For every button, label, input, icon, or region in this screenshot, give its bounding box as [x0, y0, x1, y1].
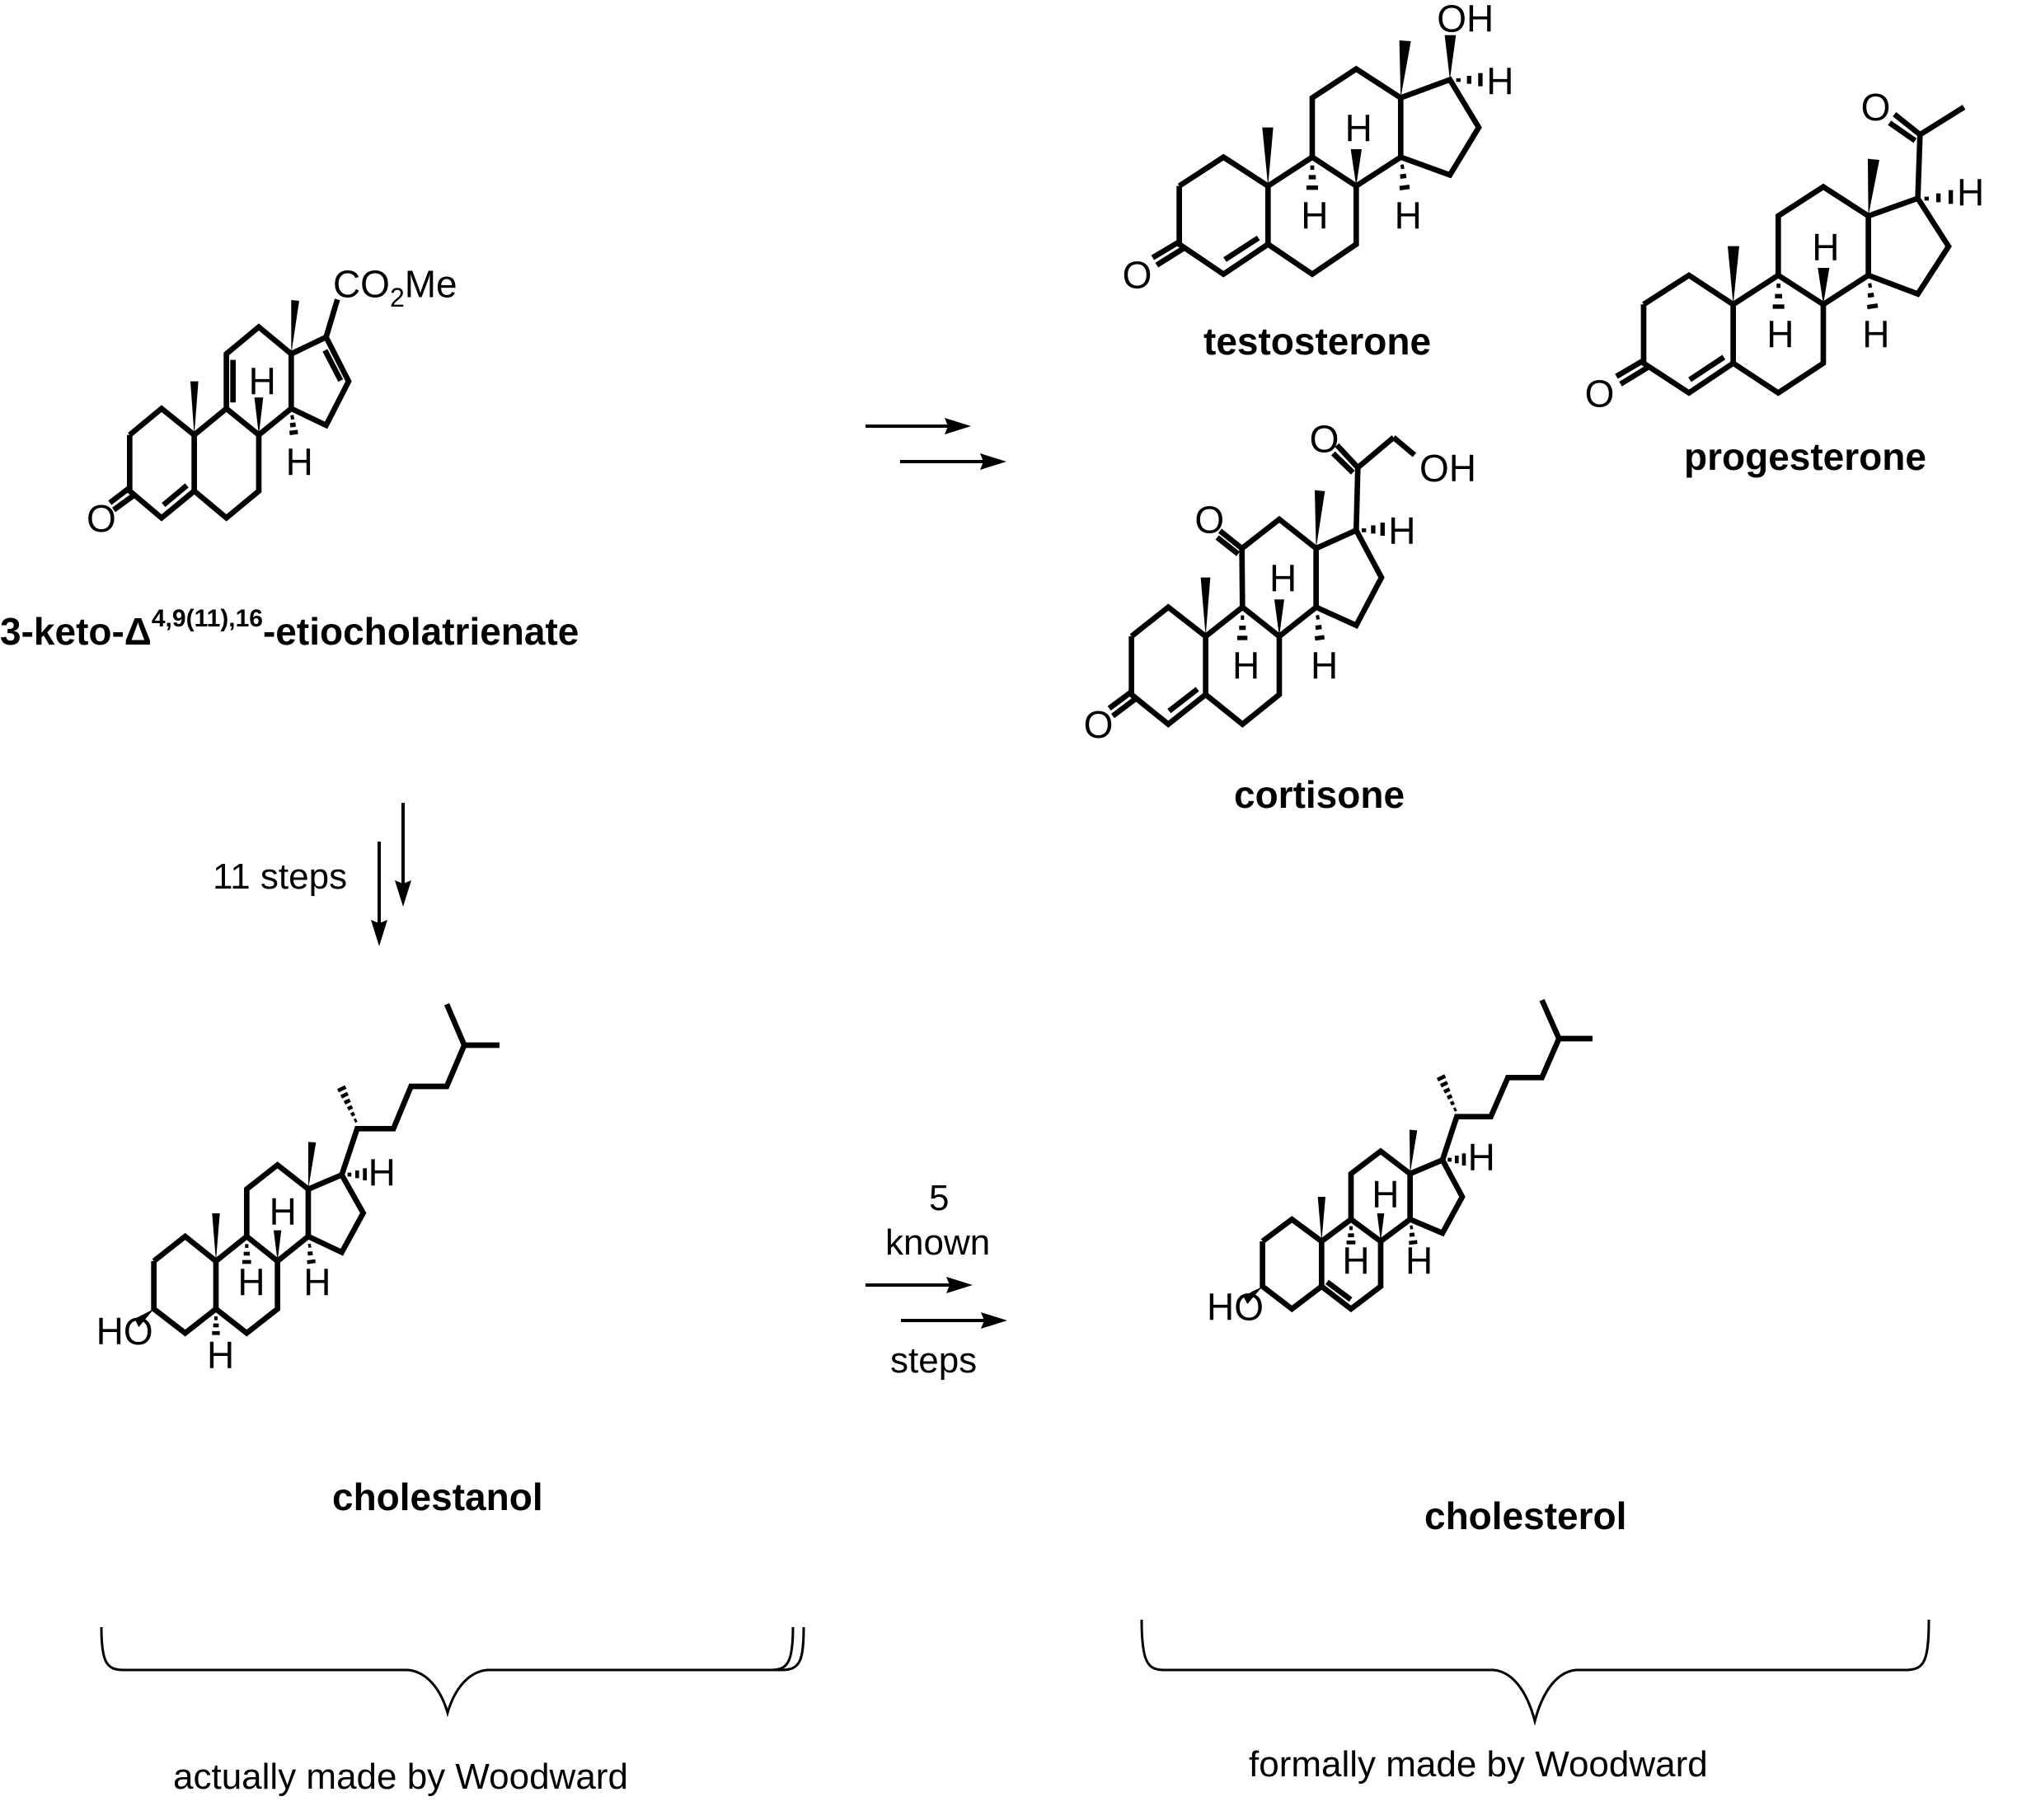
svg-text:O: O [1861, 86, 1891, 129]
arrow-to-hormones [866, 418, 1006, 470]
svg-text:H: H [1301, 195, 1328, 237]
svg-text:HO: HO [96, 1310, 153, 1353]
label-testosterone: testosterone [1203, 320, 1431, 363]
svg-text:H: H [1812, 226, 1839, 269]
atom-O: O [87, 497, 116, 540]
svg-text:H: H [1957, 171, 1984, 213]
svg-text:H: H [1395, 195, 1422, 237]
label-steps: steps [890, 1340, 977, 1381]
caption-formally-made: formally made by Woodward [1249, 1744, 1708, 1785]
svg-text:H: H [1862, 313, 1889, 356]
svg-text:H: H [1232, 644, 1260, 687]
brace-left [100, 1626, 795, 1718]
arrow-to-cholestanol [371, 803, 411, 946]
svg-text:O: O [1123, 253, 1152, 296]
label-11-steps: 11 steps [213, 856, 347, 897]
svg-text:H: H [1269, 556, 1297, 599]
svg-text:HO: HO [1207, 1286, 1264, 1329]
svg-text:H: H [1766, 313, 1794, 356]
svg-text:H: H [286, 441, 313, 484]
svg-text:H: H [207, 1334, 234, 1377]
label-known: known [885, 1222, 990, 1263]
svg-text:OH: OH [1437, 0, 1494, 40]
label-progesterone: progesterone [1684, 435, 1926, 478]
label-cholesterol: cholesterol [1424, 1494, 1626, 1537]
svg-text:H: H [1311, 644, 1338, 687]
structure-cholesterol: HO H H H H [1207, 998, 1593, 1329]
label-cortisone: cortisone [1234, 773, 1405, 816]
svg-text:O: O [1194, 499, 1224, 542]
co2me-label: CO2Me [333, 263, 457, 312]
svg-text:O: O [1310, 418, 1339, 461]
svg-text:O: O [1585, 372, 1615, 415]
svg-text:H: H [270, 1190, 297, 1233]
structure-cholestanol: HO H H H H H [96, 1003, 500, 1377]
structure-start-material: O H H CO2Me [87, 263, 457, 540]
svg-text:H: H [1468, 1136, 1495, 1179]
structure-progesterone: O O H H H H [1585, 86, 1985, 415]
svg-text:H: H [368, 1151, 396, 1194]
svg-text:OH: OH [1419, 447, 1476, 490]
arrow-to-cholesterol [866, 1277, 1007, 1329]
label-cholestanol: cholestanol [332, 1475, 543, 1518]
structure-testosterone: O OH H H H H [1123, 0, 1514, 296]
svg-text:H: H [237, 1261, 265, 1304]
svg-text:H: H [1405, 1240, 1433, 1283]
brace-right-path [1140, 1619, 1930, 1726]
caption-actually-made: actually made by Woodward [173, 1757, 628, 1797]
svg-text:H: H [249, 359, 276, 402]
svg-text:H: H [1342, 1240, 1369, 1283]
label-5: 5 [929, 1178, 949, 1218]
label-start-material: 3-keto-Δ4,9(11),16-etiocholatrienate [0, 605, 579, 653]
structure-cortisone: O O O OH H H H H [1084, 418, 1476, 746]
svg-text:H: H [1372, 1173, 1399, 1216]
svg-text:H: H [1486, 59, 1513, 102]
svg-text:O: O [1084, 703, 1114, 746]
svg-text:H: H [1388, 509, 1415, 552]
svg-text:H: H [1345, 107, 1372, 150]
svg-text:H: H [303, 1261, 331, 1304]
